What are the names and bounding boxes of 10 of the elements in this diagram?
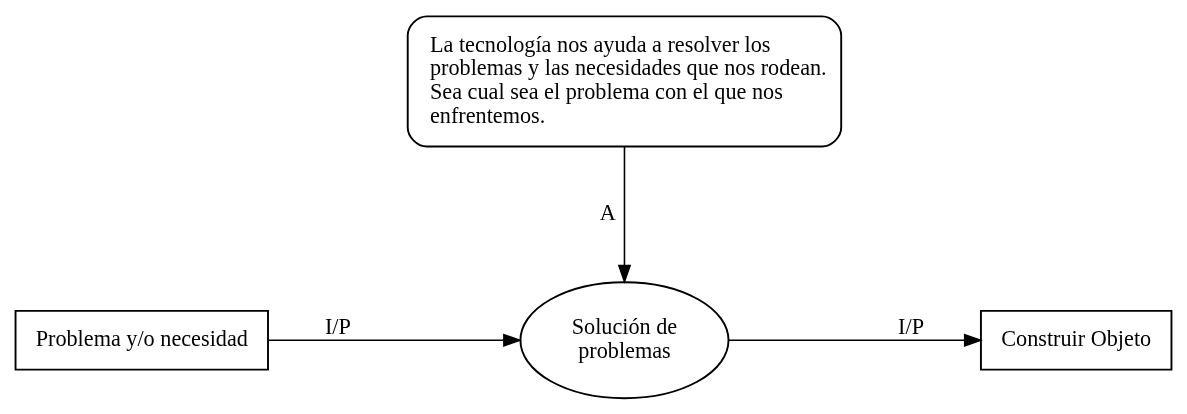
arrow bbox=[267, 333, 523, 347]
arrow bbox=[728, 333, 983, 347]
node-box: Problema y/o necesidad bbox=[14, 309, 269, 371]
node-ellipse: Solución de problemas bbox=[519, 280, 730, 399]
node-box: Construir Objeto bbox=[979, 309, 1173, 371]
edge-label: I/P bbox=[898, 313, 925, 339]
node-box: La tecnología nos ayuda a resolver los problemas y las necesidades que nos rodean. Sea cual sea el problema con el que nos enfrentemos. bbox=[406, 14, 843, 147]
edge-label: I/P bbox=[324, 313, 351, 339]
arrow bbox=[617, 145, 632, 284]
edge-label: A bbox=[599, 199, 616, 225]
